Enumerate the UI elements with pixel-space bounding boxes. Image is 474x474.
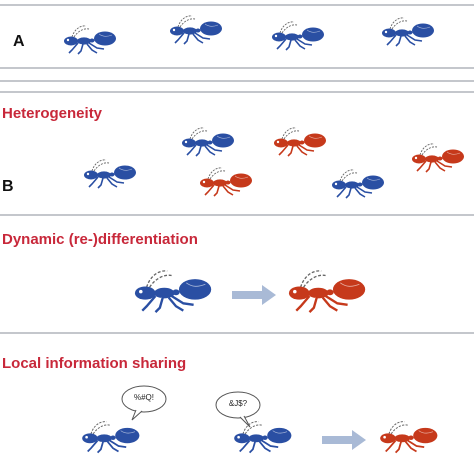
divider-dynamic-bottom	[0, 332, 474, 334]
heading-dynamic-differentiation: Dynamic (re-)differentiation	[2, 231, 198, 248]
speech-bubble-text: &J$?	[228, 399, 248, 408]
divider-double-1	[0, 80, 474, 82]
ant-icon	[273, 127, 327, 157]
speech-bubble-text: %#Q!	[133, 393, 154, 402]
divider-double-2	[0, 91, 474, 93]
panel-label-b: B	[2, 178, 14, 195]
panel-label-a: A	[13, 33, 25, 50]
ant-icon	[81, 420, 141, 454]
speech-bubble-icon	[215, 391, 261, 428]
arrow-right-icon	[232, 285, 276, 305]
ant-icon	[63, 25, 117, 55]
ant-icon	[133, 269, 213, 314]
ant-icon	[287, 269, 367, 314]
ant-icon	[83, 159, 137, 189]
arrow-right-icon	[322, 430, 366, 450]
divider-top	[0, 4, 474, 6]
ant-icon	[271, 21, 325, 51]
ant-icon	[379, 420, 439, 454]
ant-icon	[181, 127, 235, 157]
speech-bubble: &J$?	[214, 390, 262, 428]
divider-b-bottom	[0, 214, 474, 216]
ant-icon	[199, 167, 253, 197]
ant-icon	[169, 15, 223, 45]
ant-icon	[411, 143, 465, 173]
heading-local-information-sharing: Local information sharing	[2, 355, 187, 372]
ant-icon	[233, 420, 293, 454]
ant-icon	[381, 17, 435, 47]
ant-icon	[331, 169, 385, 199]
speech-bubble: %#Q!	[120, 384, 168, 422]
speech-bubble-icon	[121, 385, 167, 421]
heading-heterogeneity: Heterogeneity	[2, 105, 103, 122]
divider-a-bottom	[0, 67, 474, 69]
